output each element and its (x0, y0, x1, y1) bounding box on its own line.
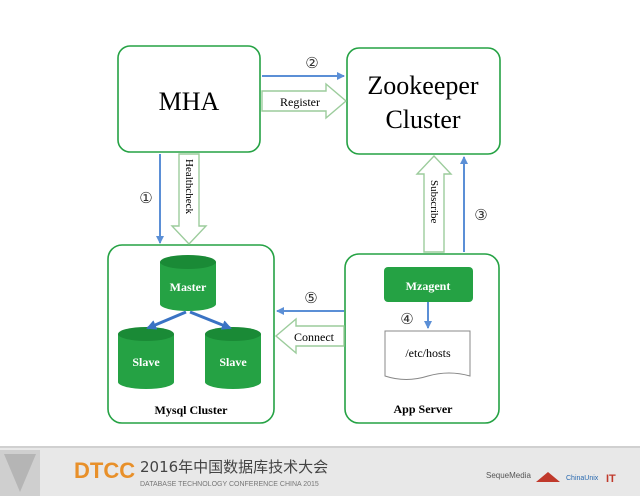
slave-left-database-icon (118, 327, 174, 389)
etc-hosts-label: /etc/hosts (405, 346, 451, 360)
dtcc-logo: DTCC (74, 458, 135, 483)
mzagent-label: Mzagent (406, 279, 451, 293)
mysql-cluster-label: Mysql Cluster (155, 403, 229, 417)
step5-label: ⑤ (304, 289, 317, 307)
mha-label: MHA (159, 87, 220, 116)
master-database-icon (160, 255, 216, 311)
master-label: Master (170, 280, 207, 294)
zookeeper-box (346, 47, 501, 155)
zookeeper-label-line1: Zookeeper (367, 71, 479, 100)
slave-right-database-icon (205, 327, 261, 389)
sponsor-it: IT (606, 473, 616, 485)
register-arrow (261, 82, 348, 120)
subscribe-label: Subscribe (428, 180, 440, 224)
healthcheck-arrow (170, 153, 208, 246)
register-label: Register (280, 95, 320, 109)
footer-bar: DTCC 2016年中国数据库技术大会 DATABASE TECHNOLOGY … (0, 446, 640, 496)
subscribe-arrow (415, 154, 453, 253)
healthcheck-label: Healthcheck (183, 159, 195, 214)
connect-arrow (274, 317, 345, 355)
replication-arrow-left (146, 310, 187, 330)
sponsor-sequemedia: SequeMedia (486, 471, 531, 480)
mha-box (117, 45, 261, 153)
etc-hosts-document (384, 330, 471, 380)
connect-label: Connect (294, 330, 335, 344)
replication-arrow-right (189, 310, 232, 330)
sponsor-chinaunix: ChinaUnix (566, 475, 599, 482)
footer-divider (0, 446, 640, 448)
slave-left-label: Slave (132, 355, 160, 369)
footer-graphics: DTCC 2016年中国数据库技术大会 DATABASE TECHNOLOGY … (0, 450, 616, 496)
step4-label: ④ (400, 310, 413, 328)
step1-label: ① (139, 189, 152, 207)
conference-title: 2016年中国数据库技术大会 (140, 458, 328, 476)
step3-label: ③ (474, 206, 487, 224)
mzagent-box (384, 267, 473, 302)
sponsor-logo-icon (536, 472, 560, 482)
app-server-label: App Server (394, 402, 454, 416)
slave-right-label: Slave (219, 355, 247, 369)
zookeeper-label-line2: Cluster (385, 105, 460, 134)
corner-emblem-icon (4, 454, 36, 492)
step2-label: ② (305, 54, 318, 72)
conference-subtitle: DATABASE TECHNOLOGY CONFERENCE CHINA 201… (140, 481, 319, 488)
